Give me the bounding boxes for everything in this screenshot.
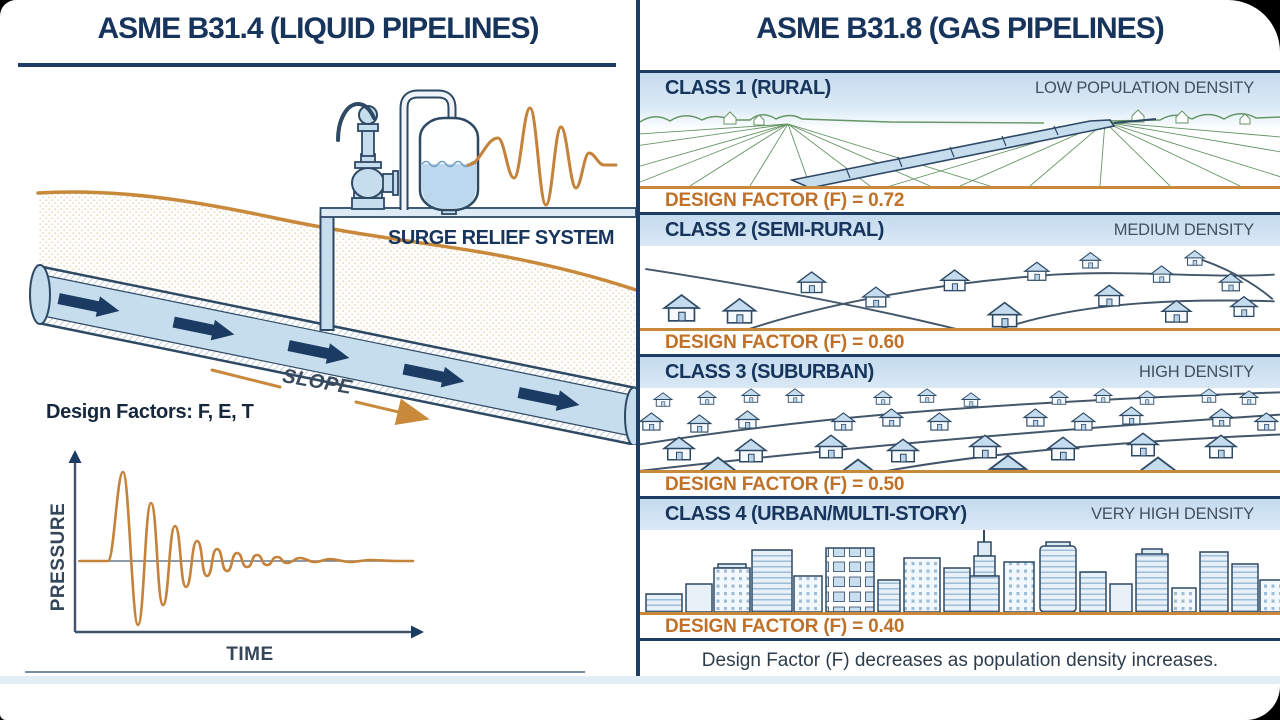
flow-arrows: [57, 293, 580, 411]
class-1-design-factor: DESIGN FACTOR (F) = 0.72: [640, 186, 1280, 212]
city-skyline: [645, 530, 1280, 612]
ground-cross-section: [36, 190, 636, 388]
class-1-scene: [640, 104, 1280, 186]
pressure-axis-label: PRESSURE: [48, 502, 69, 612]
class-2-density: MEDIUM DENSITY: [1113, 221, 1254, 239]
class-4-section: CLASS 4 (URBAN/MULTI-STORY) VERY HIGH DE…: [640, 496, 1280, 638]
relief-valve: [336, 102, 399, 210]
class-3-header: CLASS 3 (SUBURBAN) HIGH DENSITY: [640, 357, 1280, 388]
design-factors-label: Design Factors: F, E, T: [46, 401, 254, 423]
class-1-header: CLASS 1 (RURAL) LOW POPULATION DENSITY: [640, 73, 1280, 104]
surge-vessel: [418, 116, 480, 215]
design-factor-note: Design Factor (F) decreases as populatio…: [640, 638, 1280, 680]
class-2-section: CLASS 2 (SEMI-RURAL) MEDIUM DENSITY: [640, 212, 1280, 354]
class-2-scene: [640, 246, 1280, 328]
houses: [663, 250, 1258, 328]
class-3-label: CLASS 3 (SUBURBAN): [665, 361, 874, 383]
class-3-design-factor: DESIGN FACTOR (F) = 0.50: [640, 470, 1280, 496]
right-panel-title: ASME B31.8 (GAS PIPELINES): [756, 12, 1164, 45]
field-rows: [640, 121, 1280, 186]
class-4-design-factor: DESIGN FACTOR (F) = 0.40: [640, 612, 1280, 638]
rural-houses: [723, 109, 1251, 126]
liquid-pipelines-panel: ASME B31.4 (LIQUID PIPELINES): [0, 0, 636, 680]
chart-axes: [68, 450, 424, 639]
surge-relief-piping: [319, 89, 636, 331]
class-4-density: VERY HIGH DENSITY: [1091, 505, 1254, 523]
buried-pipeline: [789, 118, 1157, 186]
houses: [640, 388, 1279, 470]
class-4-header: CLASS 4 (URBAN/MULTI-STORY) VERY HIGH DE…: [640, 499, 1280, 530]
class-1-density: LOW POPULATION DENSITY: [1035, 79, 1254, 97]
slope-arrow: [210, 368, 430, 425]
class-2-design-factor: DESIGN FACTOR (F) = 0.60: [640, 328, 1280, 354]
pipeline-illustration: [29, 89, 636, 445]
panel-divider: [636, 0, 640, 678]
pressure-surge-curve: [78, 470, 415, 627]
class-3-scene: [640, 388, 1280, 470]
left-panel-title: ASME B31.4 (LIQUID PIPELINES): [97, 12, 539, 45]
roads: [640, 391, 1280, 470]
class-4-scene: [640, 530, 1280, 612]
surge-wave: [466, 106, 618, 207]
class-1-label: CLASS 1 (RURAL): [665, 77, 831, 99]
urban-skyline-illustration: [645, 530, 1280, 612]
left-title-rule: [18, 63, 616, 67]
surge-relief-label: SURGE RELIEF SYSTEM: [388, 227, 615, 249]
time-axis-label: TIME: [226, 644, 274, 665]
class-3-density: HIGH DENSITY: [1139, 363, 1254, 381]
class-2-label: CLASS 2 (SEMI-RURAL): [665, 219, 884, 241]
class-3-section: CLASS 3 (SUBURBAN) HIGH DENSITY: [640, 354, 1280, 496]
class-4-label: CLASS 4 (URBAN/MULTI-STORY): [665, 503, 967, 525]
suburban-scene-illustration: [640, 388, 1280, 470]
rural-horizon: [640, 113, 1280, 124]
pressure-time-chart: [68, 450, 424, 639]
rural-scene-illustration: [640, 104, 1280, 186]
class-1-section: CLASS 1 (RURAL) LOW POPULATION DENSITY: [640, 70, 1280, 212]
semi-rural-scene-illustration: [645, 250, 1275, 328]
right-title-wrap: ASME B31.8 (GAS PIPELINES): [640, 0, 1280, 70]
bottom-edge-band: [0, 676, 1280, 684]
class-2-header: CLASS 2 (SEMI-RURAL) MEDIUM DENSITY: [640, 215, 1280, 246]
gas-pipelines-panel: ASME B31.8 (GAS PIPELINES) CLASS 1 (RURA…: [640, 0, 1280, 680]
bottom-rule: [25, 671, 585, 673]
